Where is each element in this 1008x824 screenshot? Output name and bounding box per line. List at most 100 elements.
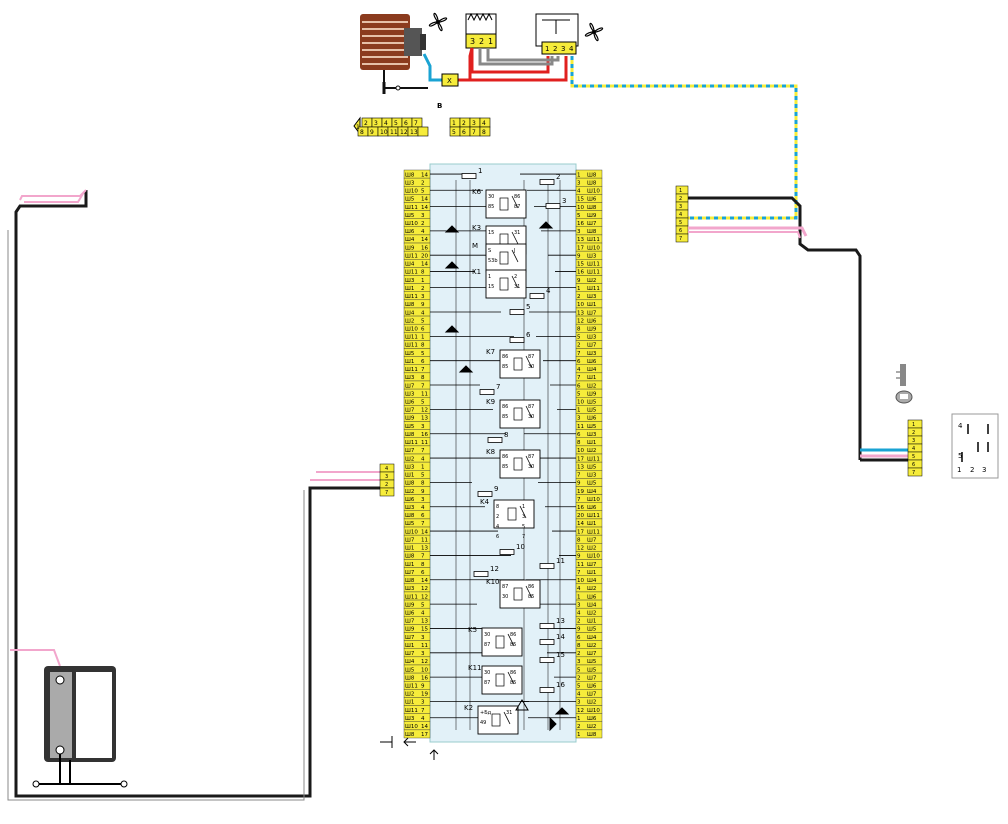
left-pin-num: 12 <box>421 408 428 414</box>
relay-pin: S <box>488 248 491 254</box>
right-pin-num: 4 <box>577 367 581 373</box>
relay-pin: 15 <box>488 230 494 236</box>
left-pin-name: Ш5 <box>405 197 415 203</box>
fuse <box>539 623 555 629</box>
left-pin-num: 20 <box>421 253 428 259</box>
relay-k8 <box>499 449 541 479</box>
relay-pin: 31 <box>514 230 520 236</box>
left-pin-name: Ш1 <box>405 286 414 292</box>
left-pin-name: Ш8 <box>405 554 415 560</box>
right-pin-num: 17 <box>577 245 584 251</box>
left-pin-name: Ш3 <box>405 505 415 511</box>
ignition-pin: 2 <box>912 430 915 436</box>
right-pin-num: 2 <box>577 619 581 625</box>
left-pin-num: 7 <box>421 708 425 714</box>
right-pin-num: 7 <box>577 570 581 576</box>
left-pin-num: 8 <box>421 375 425 381</box>
right-pin-name: Ш10 <box>587 245 600 251</box>
left-pin-name: Ш8 <box>405 481 415 487</box>
left-pin-name: Ш8 <box>405 172 415 178</box>
right-pin-name: Ш7 <box>587 343 597 349</box>
left-pin-num: 11 <box>421 440 428 446</box>
left-pin-name: Ш7 <box>405 448 415 454</box>
fuse <box>539 687 555 693</box>
left-pin-name: Ш4 <box>405 659 415 665</box>
left-pin-name: Ш1 <box>405 643 414 649</box>
connector-b-pin: 11 <box>390 129 398 136</box>
left-pin-num: 13 <box>421 619 428 625</box>
fuse-label: 16 <box>556 681 565 689</box>
left-pin-name: Ш11 <box>405 343 418 349</box>
right-pin-num: 9 <box>577 278 581 284</box>
relay-pin: 85 <box>528 594 534 600</box>
left-mid-pin: 3 <box>385 474 388 480</box>
right-pin-num: 2 <box>577 343 581 349</box>
right-pin-num: 1 <box>577 594 581 600</box>
relay-pin: +Бд <box>480 710 492 716</box>
fuse-label: 10 <box>516 543 525 551</box>
right-pin-name: Ш11 <box>587 286 600 292</box>
left-mid-pin: 4 <box>385 466 388 472</box>
relay-k4 <box>493 499 535 529</box>
right-pin-num: 10 <box>577 578 584 584</box>
right-pin-num: 7 <box>577 473 581 479</box>
ignition-pin: 5 <box>912 454 915 460</box>
left-pin-num: 16 <box>421 245 428 251</box>
right-pin-num: 9 <box>577 627 581 633</box>
left-pin-num: 13 <box>421 546 428 552</box>
right-pin-name: Ш6 <box>587 684 597 690</box>
right-pin-name: Ш2 <box>587 546 596 552</box>
right-pin-num: 7 <box>577 375 581 381</box>
right-pin-name: Ш7 <box>587 310 597 316</box>
left-pin-num: 1 <box>421 464 425 470</box>
relay-k7 <box>499 349 541 379</box>
left-pin-num: 15 <box>421 627 428 633</box>
right-pin-name: Ш5 <box>587 481 597 487</box>
fan-icon <box>428 12 448 32</box>
connector-b-pin: 7 <box>414 120 418 127</box>
ign-label-3: 3 <box>982 466 986 474</box>
fuse-label: 8 <box>504 431 508 439</box>
right-pin-num: 4 <box>577 189 581 195</box>
relay-label: K7 <box>486 348 495 356</box>
connector-b-pin: 2 <box>462 120 466 127</box>
left-pin-num: 9 <box>421 302 425 308</box>
relay-m <box>485 243 527 273</box>
left-pin-num: 5 <box>421 473 425 479</box>
relay-pin: 4 <box>496 524 499 530</box>
right-pin-num: 5 <box>577 335 581 341</box>
fuse-label: 9 <box>494 485 498 493</box>
left-pin-num: 19 <box>421 692 428 698</box>
left-pin-name: Ш11 <box>405 594 418 600</box>
right-pin-num: 13 <box>577 237 584 243</box>
fuse-label: 15 <box>556 651 565 659</box>
right-pin-name: Ш5 <box>587 659 597 665</box>
left-pin-name: Ш11 <box>405 205 418 211</box>
right-pin-num: 8 <box>577 537 581 543</box>
fuse <box>509 309 525 315</box>
fan-resistor-pin-3: 3 <box>470 37 475 46</box>
left-pin-name: Ш10 <box>405 724 418 730</box>
left-pin-name: Ш9 <box>405 602 415 608</box>
right-pin-name: Ш7 <box>587 675 597 681</box>
left-pin-num: 14 <box>421 262 428 268</box>
right-pin-name: Ш4 <box>587 578 597 584</box>
right-pin-num: 5 <box>577 391 581 397</box>
right-pin-num: 3 <box>577 416 581 422</box>
fuse-label: 12 <box>490 565 499 573</box>
left-pin-num: 5 <box>421 602 425 608</box>
connector-b-pin: 5 <box>452 129 456 136</box>
right-pin-num: 1 <box>577 408 581 414</box>
right-pin-name: Ш1 <box>587 440 596 446</box>
left-pin-num: 4 <box>421 505 425 511</box>
right-pin-name: Ш2 <box>587 724 596 730</box>
left-pin-num: 4 <box>421 716 425 722</box>
relay-pin: 85 <box>502 364 508 370</box>
connector-b-pin: 8 <box>360 129 364 136</box>
fan-switch-pin-2: 2 <box>553 45 557 53</box>
left-pin-num: 6 <box>421 359 425 365</box>
left-pin-name: Ш4 <box>405 237 415 243</box>
right-pin-name: Ш8 <box>587 172 597 178</box>
right-pin-name: Ш10 <box>587 708 600 714</box>
